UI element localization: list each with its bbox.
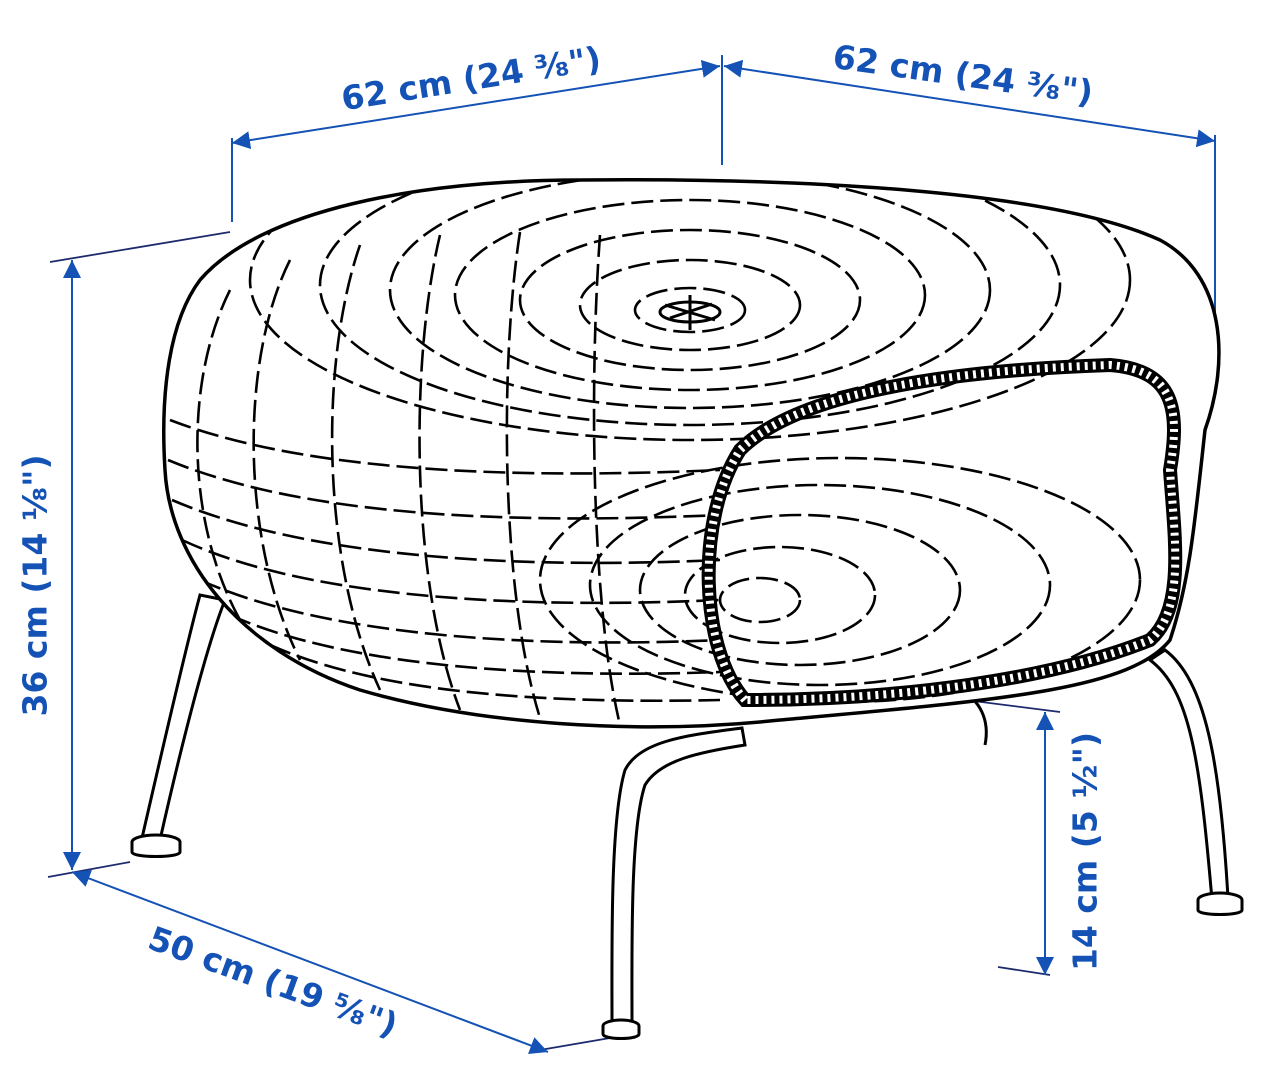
dimension-arrows <box>63 59 1216 1055</box>
dimension-label-leg-clearance: 14 cm (5 ¹⁄₂") <box>1065 731 1105 972</box>
dimension-label-height: 36 cm (14 ¹⁄₈") <box>15 454 55 717</box>
leg-front <box>610 726 747 1027</box>
arrow-depth <box>71 869 549 1055</box>
arrow-width-left <box>231 59 721 150</box>
arrow-width-right <box>723 59 1216 148</box>
leg-back-left <box>140 593 228 842</box>
center-knot <box>658 295 722 330</box>
ottoman-body <box>162 178 1221 729</box>
leg-back-right <box>1147 648 1230 902</box>
leg-feet <box>130 833 1244 1040</box>
